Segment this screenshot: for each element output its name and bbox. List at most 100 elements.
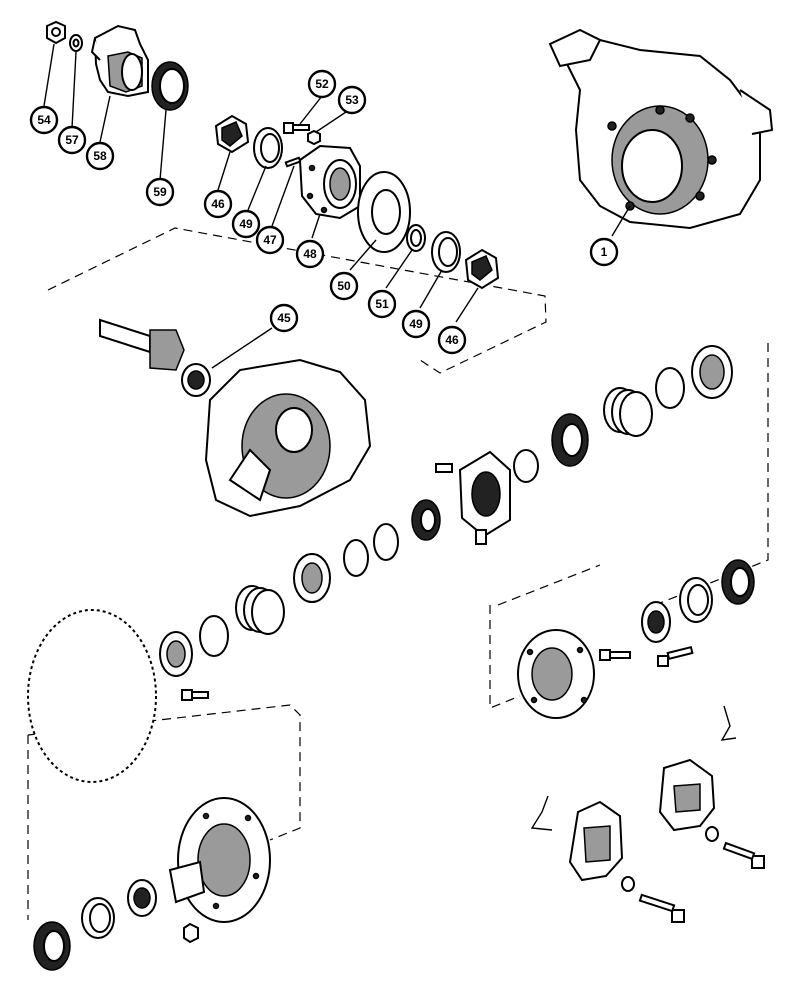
group-outline-differential-case (489, 343, 769, 709)
svg-text:54: 54 (37, 113, 51, 127)
svg-text:48: 48 (303, 247, 317, 261)
svg-text:49: 49 (409, 317, 423, 331)
svg-text:58: 58 (93, 149, 107, 163)
spring-stack-right (603, 387, 653, 437)
bearing-cone-upper (214, 114, 250, 154)
group-outline-pinion (47, 227, 547, 374)
leader-58 (99, 95, 111, 143)
yoke-part (90, 24, 149, 98)
leader-54 (43, 43, 55, 107)
adjuster-ring-bottom (33, 921, 71, 971)
cotter-pin-part-1 (720, 705, 737, 741)
bearing-cap-left (568, 800, 624, 882)
ring-gear-bolt (181, 689, 209, 701)
nut-part (46, 20, 66, 45)
bearing-cone-bottom (127, 879, 157, 917)
svg-text:47: 47 (263, 233, 277, 247)
leader-45 (211, 327, 273, 369)
carrier-housing-part (204, 358, 372, 518)
callout-57: 57 (57, 125, 87, 155)
callout-46a: 46 (203, 189, 233, 219)
callout-53: 53 (337, 85, 367, 115)
flange-housing-part (298, 144, 361, 220)
bearing-cup-bottom (81, 897, 115, 939)
roller-bearing-right (691, 345, 733, 399)
shim-plate-part (357, 171, 411, 253)
adjuster-ring-right (721, 559, 755, 605)
bolt-part-upper (283, 122, 310, 134)
pin-part (284, 156, 302, 168)
leader-51 (385, 249, 413, 289)
washer-right-1 (705, 826, 719, 842)
svg-text:59: 59 (153, 185, 167, 199)
group-outline-ring-gear (27, 704, 301, 920)
bearing-cone-lower (464, 248, 500, 290)
differential-case-part (168, 797, 271, 923)
pinion-gear-part (99, 318, 185, 371)
callout-47: 47 (255, 225, 285, 255)
svg-text:49: 49 (239, 217, 253, 231)
leader-49a (247, 165, 267, 211)
callout-54: 54 (29, 105, 59, 135)
callout-46b: 46 (437, 325, 467, 355)
bearing-cup-lower (431, 231, 461, 273)
leader-46b (455, 287, 479, 323)
group-outline-carrier-a (497, 564, 601, 606)
washer-part (69, 34, 83, 52)
leader-52 (299, 95, 323, 125)
bearing-cup-right (679, 577, 713, 623)
callout-49b: 49 (401, 309, 431, 339)
bearing-cone-left (159, 631, 193, 677)
bolt-right-1 (599, 649, 631, 661)
roller-bearing-left (293, 553, 331, 603)
leader-49b (419, 269, 443, 309)
svg-text:53: 53 (345, 93, 359, 107)
leader-57 (71, 51, 77, 129)
svg-text:1: 1 (601, 245, 608, 259)
cotter-pin-part-2 (530, 795, 553, 831)
svg-text:46: 46 (445, 333, 459, 347)
ring-right-1 (655, 367, 685, 409)
svg-text:52: 52 (315, 77, 329, 91)
ring-left-1 (373, 523, 399, 561)
friction-disc-right (551, 413, 589, 467)
axle-carrier-assembly (548, 28, 774, 230)
callout-48: 48 (295, 239, 325, 269)
diff-spider-part (435, 450, 511, 545)
bolt-right-2 (657, 645, 694, 667)
seal-part (151, 61, 189, 111)
spring-stack-left (235, 585, 285, 635)
callout-59: 59 (145, 177, 175, 207)
leader-59 (159, 109, 167, 181)
svg-text:51: 51 (375, 297, 389, 311)
callout-50: 50 (329, 271, 359, 301)
callout-58: 58 (85, 141, 115, 171)
leader-47 (271, 165, 295, 227)
svg-text:50: 50 (337, 279, 351, 293)
ring-gear-part (27, 609, 157, 783)
svg-text:57: 57 (65, 133, 79, 147)
side-gear-part (411, 499, 441, 541)
svg-text:46: 46 (211, 197, 225, 211)
bearing-cone-right (641, 601, 671, 643)
leader-53 (315, 111, 347, 133)
bearing-cup-upper (253, 127, 283, 169)
spacer-ring-part (406, 224, 426, 252)
bolt-right-4 (638, 893, 685, 923)
ring-left-3 (199, 615, 229, 657)
leader-48 (311, 213, 321, 239)
leader-1 (611, 205, 631, 237)
small-nut-part (307, 129, 321, 146)
leader-46a (217, 151, 231, 191)
callout-49a: 49 (231, 209, 261, 239)
callout-51: 51 (367, 289, 397, 319)
bearing-cap-right (658, 758, 716, 832)
leader-50 (349, 239, 377, 271)
callout-1: 1 (589, 237, 619, 267)
ring-mid (513, 449, 539, 483)
callout-52: 52 (307, 69, 337, 99)
case-half-right (517, 629, 595, 719)
bolt-right-3 (722, 841, 765, 869)
washer-right-2 (621, 876, 635, 892)
